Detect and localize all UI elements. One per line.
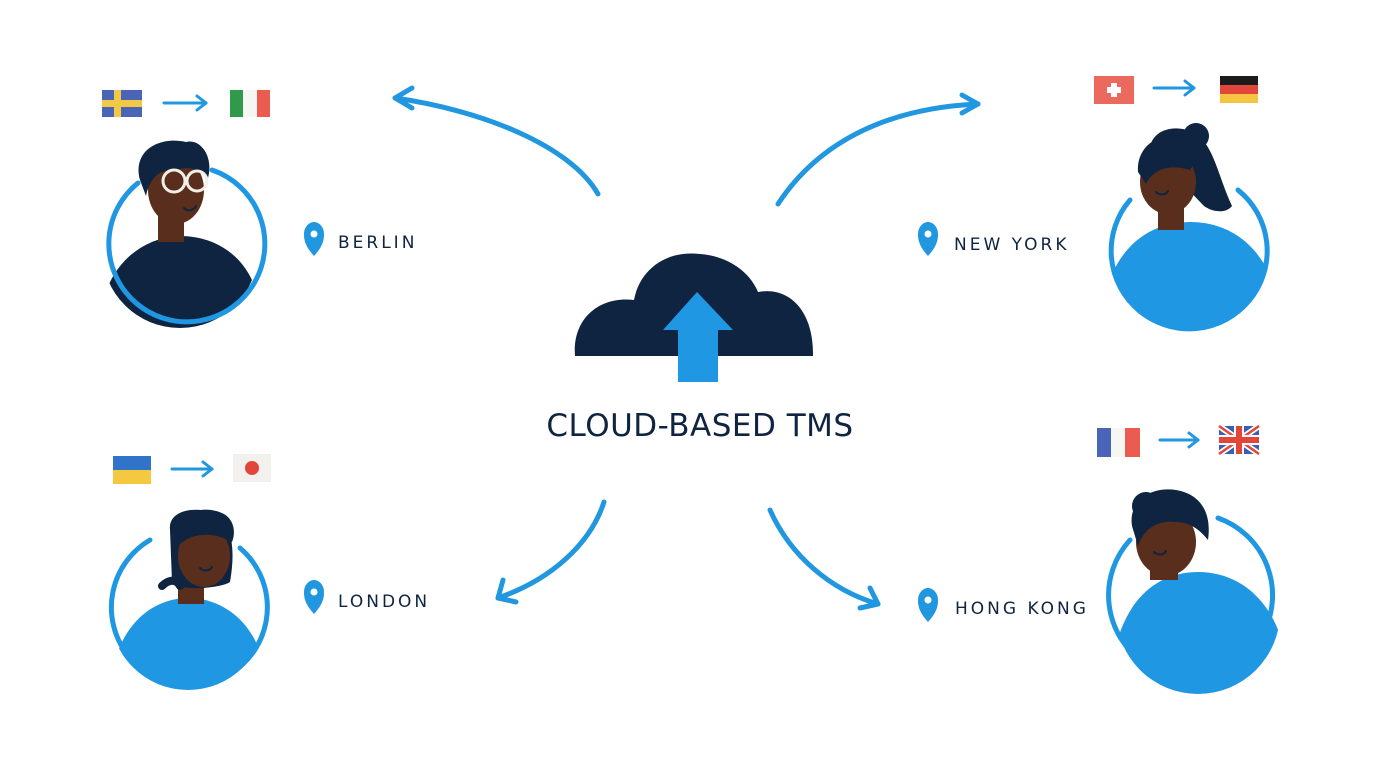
location-hong-kong: HONG KONG [918,423,1280,694]
location-pin-icon [304,222,324,256]
arrow-right-icon [170,460,214,478]
location-pin-icon [918,222,938,256]
language-pair-london [113,454,271,484]
location-pin-icon [918,588,938,622]
switzerland-flag [1094,76,1134,104]
location-label-new-york: NEW YORK [954,235,1069,255]
avatar-new-york [1108,123,1270,332]
location-label-hong-kong: HONG KONG [955,599,1089,619]
avatar-berlin [102,140,268,328]
avatar-hong-kong [1106,489,1280,694]
language-pair-new-york [1094,76,1258,104]
location-label-london: LONDON [338,592,430,612]
italy-flag [230,90,270,117]
location-label-berlin: BERLIN [338,233,417,253]
language-pair-berlin [102,90,270,117]
france-flag [1097,428,1140,457]
japan-flag [233,454,271,482]
ukraine-flag [113,456,151,484]
united-kingdom-flag [1217,423,1261,457]
location-london: LONDON [108,454,430,690]
avatar-london [108,509,270,690]
arrow-right-icon [162,94,208,112]
location-new-york: NEW YORK [918,76,1270,332]
location-pin-icon [304,580,324,614]
arrow-to-new-york [775,92,981,207]
arrow-to-hong-kong [767,507,881,611]
arrow-right-icon [1158,431,1200,449]
location-berlin: BERLIN [102,90,417,328]
cloud-upload-icon [574,253,814,382]
language-pair-hong-kong [1097,423,1261,457]
arrow-right-icon [1152,79,1196,97]
sweden-flag [102,90,142,117]
germany-flag [1220,76,1258,103]
arrow-to-berlin [392,85,601,197]
arrow-to-london [495,499,607,605]
center-title: CLOUD-BASED TMS [546,408,853,444]
